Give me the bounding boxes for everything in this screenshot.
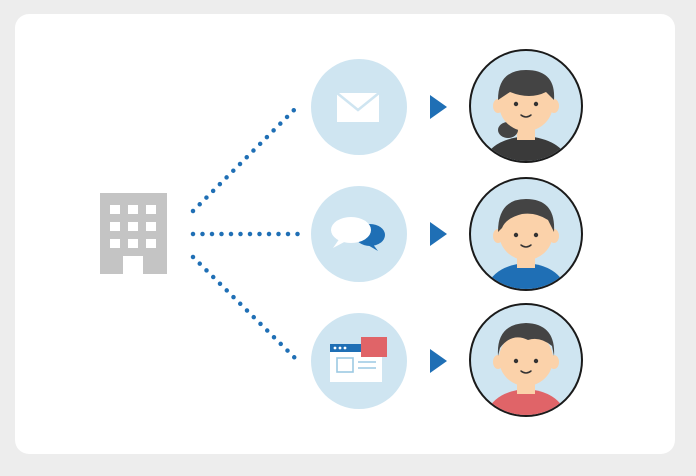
connector-line-top: [190, 103, 301, 214]
envelope-icon: [336, 92, 380, 122]
arrow-right-icon: [430, 95, 447, 119]
web-browser-icon: [330, 337, 387, 382]
speech-bubbles-icon: [331, 217, 385, 251]
office-building-icon: [100, 193, 167, 274]
recipient-avatar-3: [469, 303, 583, 417]
arrow-right-icon: [430, 349, 447, 373]
recipient-avatar-2: [469, 177, 583, 291]
connector-line-bottom: [190, 254, 301, 364]
arrow-right-icon: [430, 222, 447, 246]
recipient-avatar-1: [469, 49, 583, 163]
